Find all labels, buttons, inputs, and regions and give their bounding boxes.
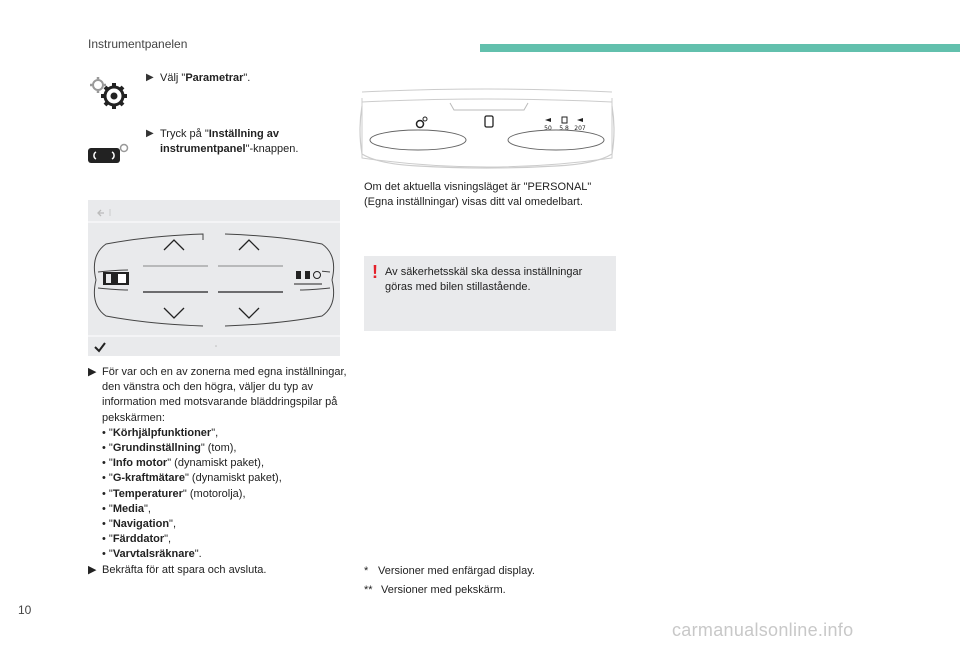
back-arrow-icon[interactable] [97,209,111,217]
option-label: Färddator [112,533,165,546]
readout-value-2: 5.8 [559,125,569,132]
display-option: • "Media", [102,502,151,515]
display-option: • "Körhjälpfunktioner", [102,426,219,439]
option-suffix: ", [169,518,177,531]
touchscreen-diagram [88,209,340,353]
instruction-list: ▶ För var och en av zonerna med egna ins… [88,365,348,578]
option-suffix: ", [164,533,172,546]
left-zone-up-arrow[interactable] [163,239,185,251]
option-suffix: ", [211,426,219,439]
zone-instruction: ▶ För var och en av zonerna med egna ins… [88,365,348,426]
option-suffix: ". [194,548,202,561]
cluster-diagram: 50 5.8 207 [359,88,615,169]
center-display-icon [484,115,494,128]
watermark: carmanualsonline.info [672,620,854,640]
option-suffix: ", [144,502,151,515]
confirm-instruction: ▶ Bekräfta för att spara och avsluta. [88,563,348,578]
option-suffix: " (dynamiskt paket), [167,457,265,470]
option-suffix: " (dynamiskt paket), [184,472,282,485]
page-number: 10 [18,603,32,617]
option-suffix: " (motorolja), [182,487,246,500]
display-options-list: • "Körhjälpfunktioner", • "Grundinställni… [88,426,348,563]
step-text: Välj " [160,72,186,84]
confirm-check-icon[interactable] [94,342,106,353]
display-option: • "Varvtalsräknare". [102,548,202,561]
display-option: • "Info motor" (dynamiskt paket), [102,457,265,470]
right-zone-up-arrow[interactable] [238,239,260,251]
step-text: "-knappen. [245,142,299,155]
option-label: Varvtalsräknare [112,548,195,561]
display-option: • "Navigation", [102,518,177,531]
gear-icon [90,77,127,109]
right-zone-icon [294,269,322,285]
step-text: ". [243,72,251,84]
header-accent-bar [480,44,960,52]
confirm-text: Bekräfta för att spara och avsluta. [102,563,267,576]
warning-box: ! Av säkerhetsskäl ska dessa inställning… [364,256,616,331]
option-label: Grundinställning [112,442,201,455]
section-title: Instrumentpanelen [88,37,188,51]
cluster-settings-icon [88,143,129,163]
footnote-text: Versioner med pekskärm. [381,584,506,596]
footnote-1: * Versioner med enfärgad display. [364,565,535,577]
readout-value-1: 50 [544,125,552,132]
instrument-cluster-illustration: 50 5.8 207 [358,88,616,172]
left-zone-down-arrow[interactable] [163,307,185,319]
option-label: Körhjälpfunktioner [112,426,212,439]
option-suffix: " (tom), [200,442,237,455]
warning-text: Av säkerhetsskäl ska dessa inställningar… [385,266,583,293]
arrow-bullet-icon: ▶ [146,72,154,83]
option-label: Info motor [112,457,168,470]
display-option: • "Färddator", [102,533,172,546]
option-label: Media [112,502,144,515]
option-label: Navigation [112,518,170,531]
personal-mode-text: Om det aktuella visningsläget är "PERSON… [364,181,592,208]
touchscreen-illustration [88,200,340,356]
right-zone-down-arrow[interactable] [238,307,260,319]
footnote-2: ** Versioner med pekskärm. [364,584,506,596]
footnote-text: Versioner med enfärgad display. [378,565,535,577]
option-label: Temperaturer [112,487,183,500]
step-cluster-settings: ▶ Tryck på "Inställning av instrumentpan… [146,127,336,156]
readout-value-3: 207 [574,125,586,132]
zone-instruction-text: För var och en av zonerna med egna instä… [102,366,347,424]
left-zone-icon [103,272,129,285]
display-option: • "Temperaturer" (motorolja), [102,487,246,500]
footnote-mark: ** [364,584,373,596]
step-bold-label: Parametrar [185,72,244,84]
display-option: • "G-kraftmätare" (dynamiskt paket), [102,472,282,485]
display-option: • "Grundinställning" (tom), [102,442,237,455]
step-select-parameters: ▶ Välj "Parametrar". [146,71,336,86]
option-label: G-kraftmätare [112,472,185,485]
arrow-bullet-icon: ▶ [88,563,97,576]
step-text: Tryck på " [160,128,209,140]
arrow-bullet-icon: ▶ [146,128,154,139]
step-bold-label: Inställning av instrumentpanel [160,128,280,155]
gear-icon [415,116,428,129]
footnote-mark: * [364,565,369,577]
readout-icons [545,116,583,124]
arrow-bullet-icon: ▶ [88,366,97,378]
warning-exclamation-icon: ! [372,262,378,282]
